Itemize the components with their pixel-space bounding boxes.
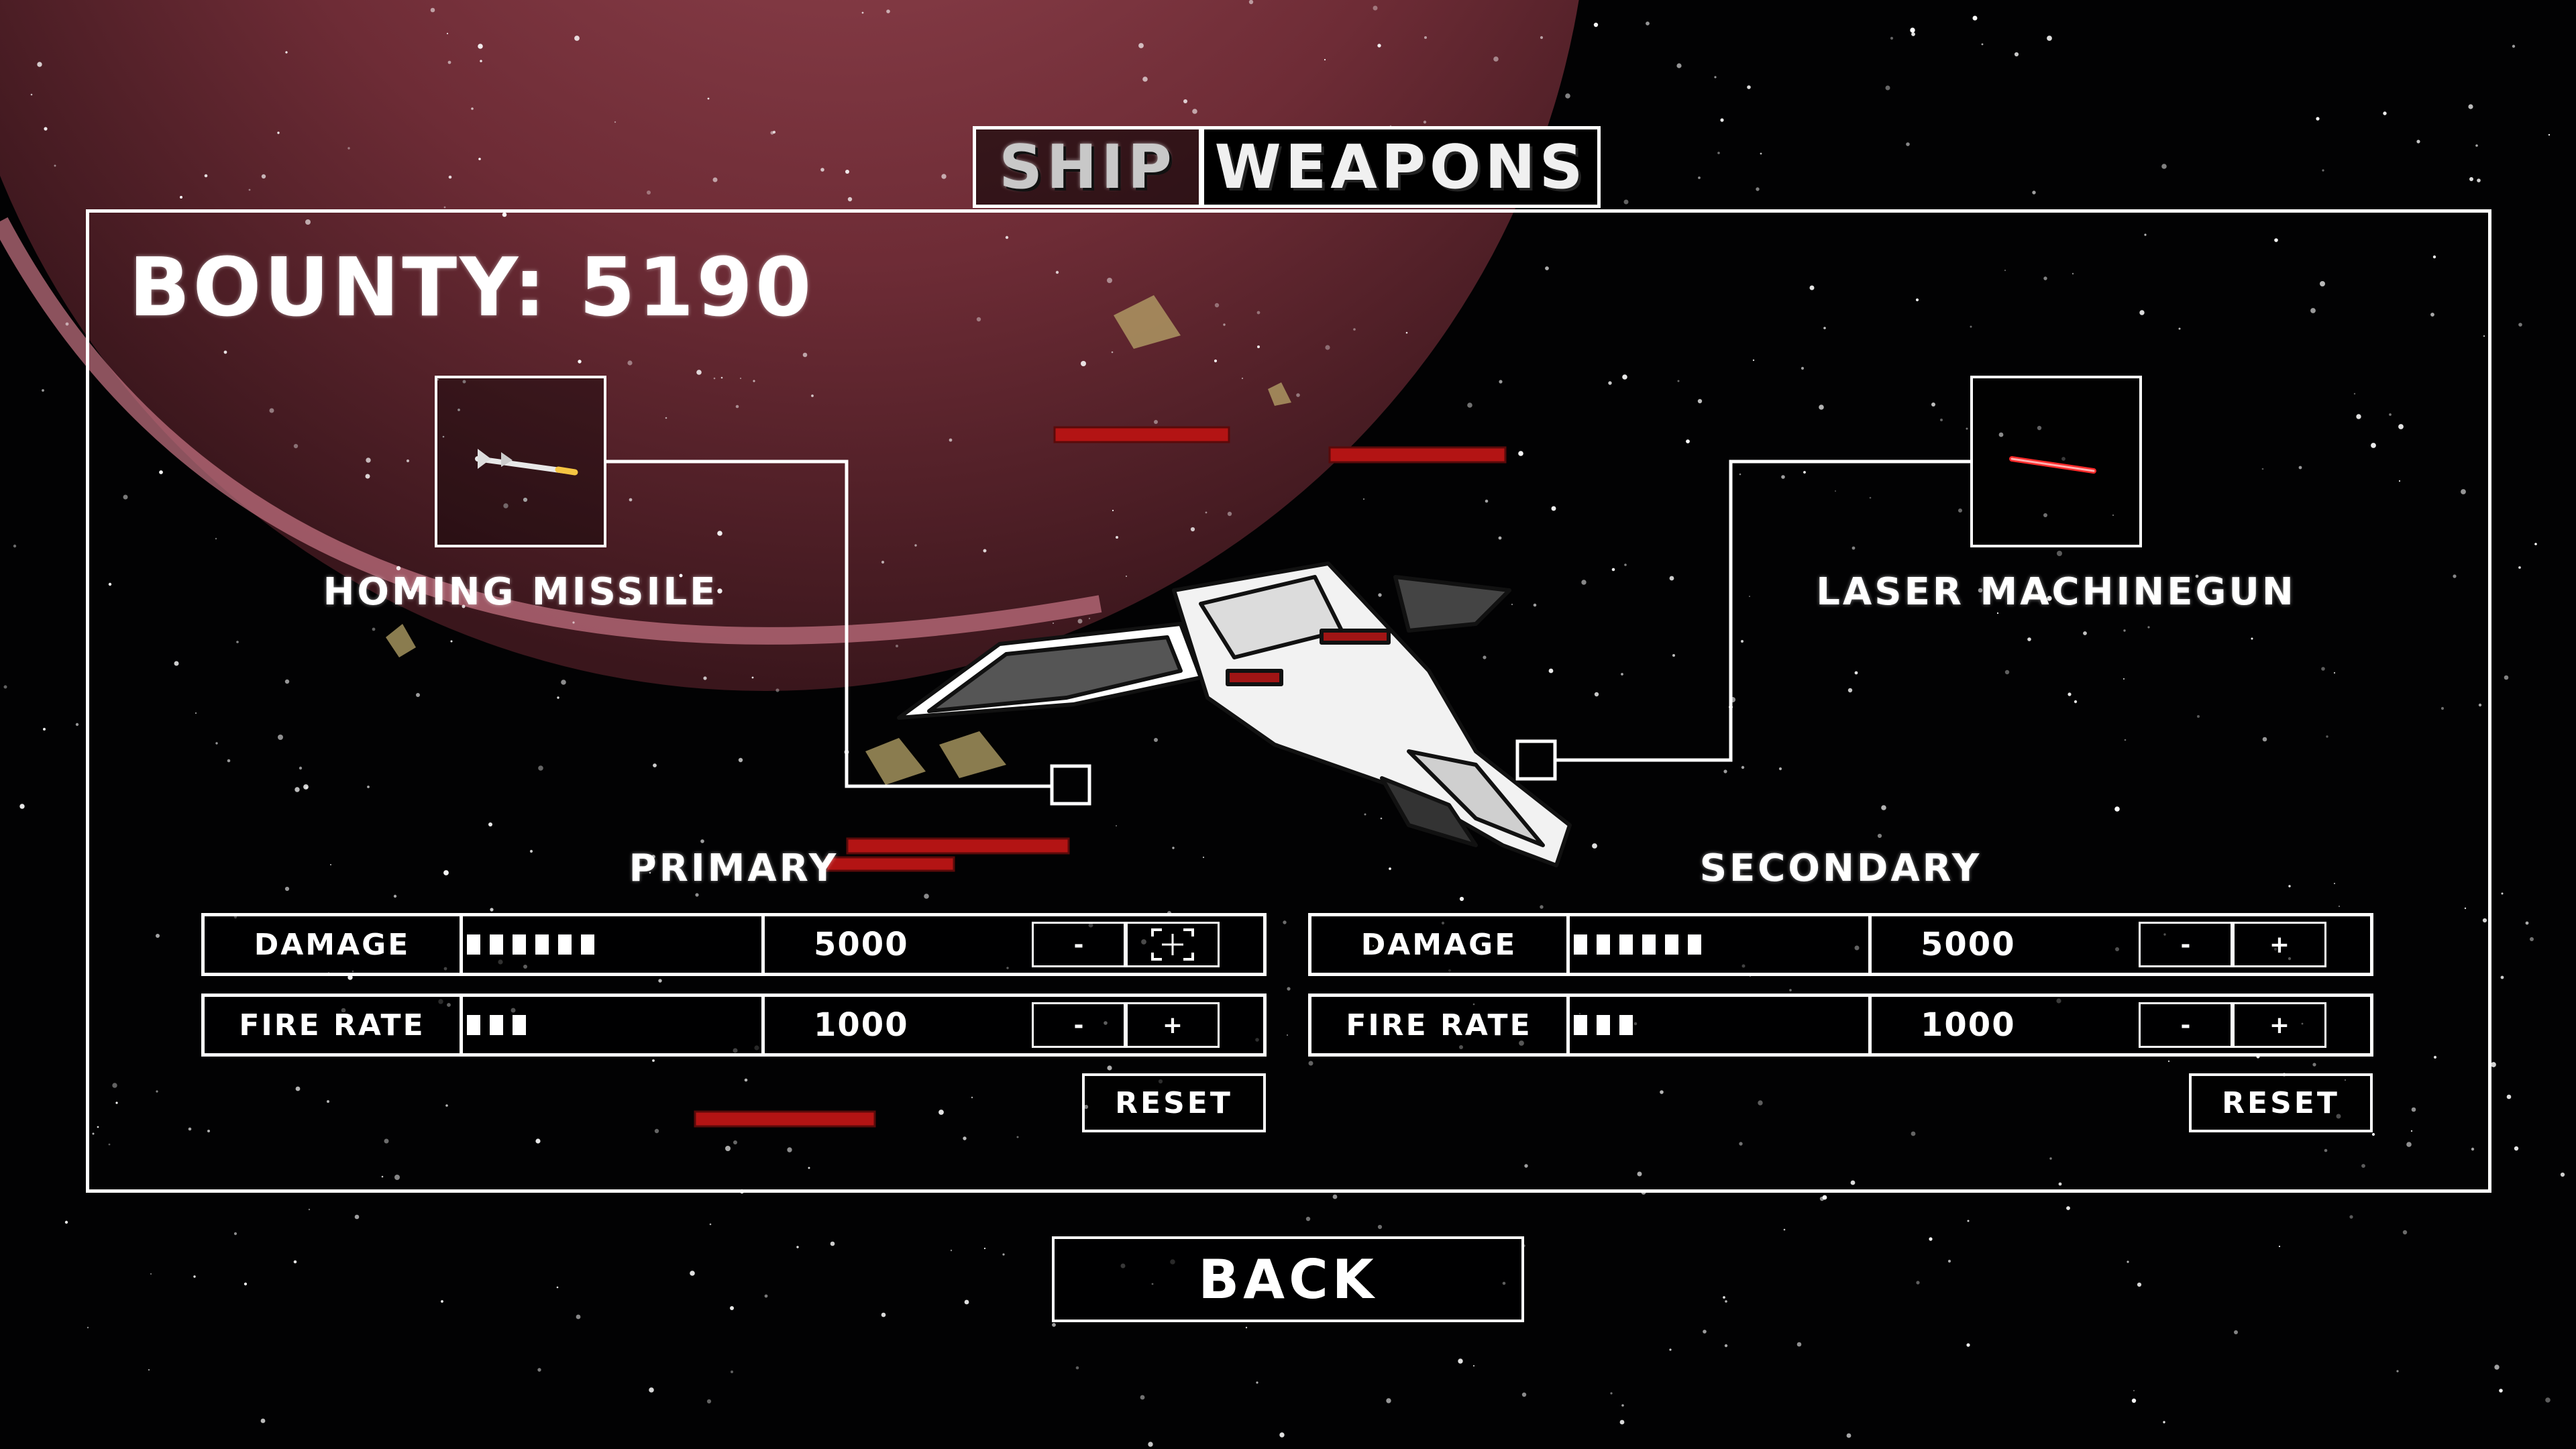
primary-damage-value: 5000 xyxy=(814,926,909,963)
level-pip xyxy=(513,934,526,955)
level-pip xyxy=(581,934,594,955)
primary-damage-minus-button[interactable]: - xyxy=(1032,922,1126,967)
level-pip xyxy=(490,1015,503,1035)
bounty-display: BOUNTY: 5190 xyxy=(129,241,814,335)
secondary-damage-label: DAMAGE xyxy=(1311,916,1570,973)
level-pip xyxy=(1642,934,1656,955)
level-pip xyxy=(535,934,549,955)
secondary-section-title: SECONDARY xyxy=(1699,847,1982,890)
secondary-weapon-slot[interactable] xyxy=(1970,376,2142,547)
secondary-damage-minus-button[interactable]: - xyxy=(2139,922,2233,967)
secondary-reset-button[interactable]: RESET xyxy=(2189,1073,2373,1132)
secondary-firerate-row: FIRE RATE 1000 - + xyxy=(1308,994,2373,1057)
primary-section-title: PRIMARY xyxy=(629,847,839,890)
level-pip xyxy=(513,1015,526,1035)
laser-beam-icon xyxy=(2009,456,2096,474)
primary-damage-row: DAMAGE 5000 - xyxy=(201,913,1267,976)
level-pip xyxy=(1574,934,1587,955)
level-pip xyxy=(1597,1015,1610,1035)
level-pip xyxy=(1688,934,1701,955)
primary-firerate-label: FIRE RATE xyxy=(205,997,463,1053)
tab-weapons-label: WEAPONS xyxy=(1214,131,1587,203)
crosshair-cursor-icon xyxy=(1151,928,1194,961)
tab-ship-label: SHIP xyxy=(999,131,1176,203)
secondary-weapon-name: LASER MACHINEGUN xyxy=(1816,570,2296,614)
level-pip xyxy=(558,934,572,955)
secondary-damage-level xyxy=(1570,916,1872,973)
primary-weapon-slot[interactable] xyxy=(435,376,606,547)
level-pip xyxy=(1597,934,1610,955)
level-pip xyxy=(1665,934,1678,955)
secondary-firerate-value: 1000 xyxy=(1921,1006,2016,1044)
primary-damage-level xyxy=(463,916,765,973)
primary-weapon-name: HOMING MISSILE xyxy=(323,570,718,614)
level-pip xyxy=(467,1015,480,1035)
secondary-damage-value: 5000 xyxy=(1921,926,2016,963)
level-pip xyxy=(490,934,503,955)
secondary-firerate-level xyxy=(1570,997,1872,1053)
level-pip xyxy=(1574,1015,1587,1035)
secondary-firerate-plus-button[interactable]: + xyxy=(2233,1002,2326,1048)
primary-firerate-value: 1000 xyxy=(814,1006,909,1044)
primary-firerate-plus-button[interactable]: + xyxy=(1126,1002,1220,1048)
secondary-damage-plus-button[interactable]: + xyxy=(2233,922,2326,967)
weapon-connectors xyxy=(605,460,1970,806)
debris xyxy=(386,295,1291,785)
primary-damage-label: DAMAGE xyxy=(205,916,463,973)
weapons-panel xyxy=(86,209,2491,1193)
level-pip xyxy=(467,934,480,955)
secondary-firerate-label: FIRE RATE xyxy=(1311,997,1570,1053)
enemy-health-bars xyxy=(694,426,1507,1128)
primary-reset-button[interactable]: RESET xyxy=(1082,1073,1266,1132)
secondary-damage-row: DAMAGE 5000 - + xyxy=(1308,913,2373,976)
level-pip xyxy=(1619,934,1633,955)
level-pip xyxy=(1619,1015,1633,1035)
secondary-firerate-minus-button[interactable]: - xyxy=(2139,1002,2233,1048)
primary-firerate-level xyxy=(463,997,765,1053)
primary-damage-plus-button[interactable] xyxy=(1126,922,1220,967)
back-button[interactable]: BACK xyxy=(1052,1236,1524,1322)
primary-firerate-minus-button[interactable]: - xyxy=(1032,1002,1126,1048)
spaceship-model xyxy=(897,561,1572,867)
tab-ship[interactable]: SHIP xyxy=(973,126,1202,208)
primary-firerate-row: FIRE RATE 1000 - + xyxy=(201,994,1267,1057)
homing-missile-icon xyxy=(475,449,578,476)
tab-weapons[interactable]: WEAPONS xyxy=(1201,126,1601,208)
